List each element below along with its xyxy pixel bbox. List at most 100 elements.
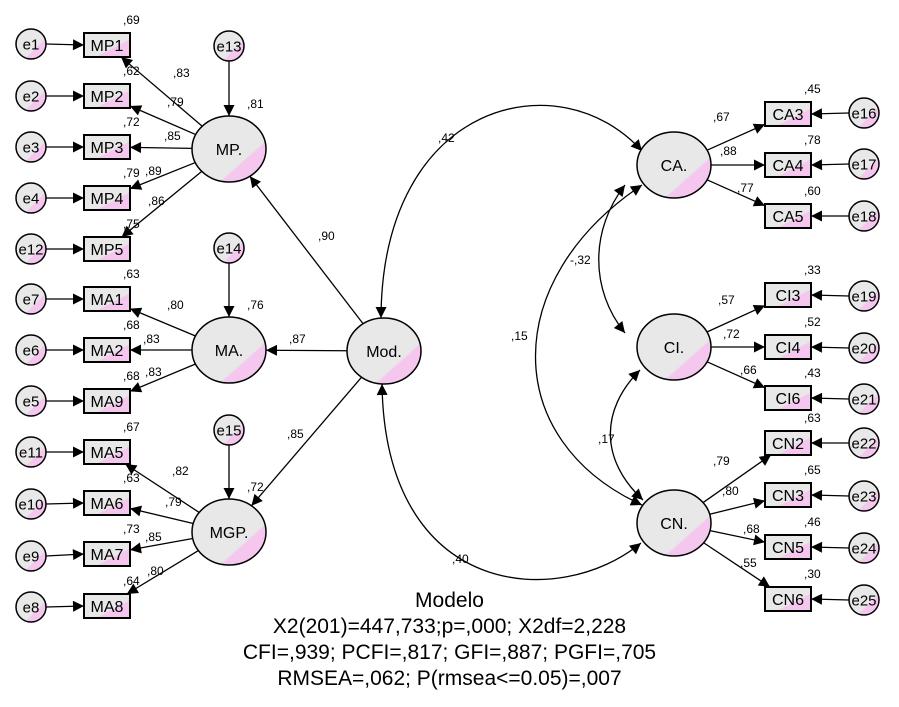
fit-line-1: X2(201)=447,733;p=,000; X2df=2,228 — [272, 615, 627, 638]
error-label-e7: e7 — [23, 292, 40, 309]
r2-ci3: ,33 — [804, 263, 821, 277]
r2-mp4: ,79 — [123, 166, 140, 180]
r2-latent-mp: ,81 — [247, 97, 264, 111]
error-e4 — [15, 182, 47, 214]
error-label-e9: e9 — [23, 549, 40, 566]
observed-ci4 — [764, 334, 812, 360]
observed-ma2 — [83, 337, 131, 363]
error-label-e25: e25 — [851, 593, 876, 610]
r2-ca4: ,78 — [804, 133, 821, 147]
observed-ma8 — [83, 593, 131, 619]
r2-ma9: ,68 — [123, 369, 140, 383]
r2-ci6: ,43 — [804, 366, 821, 380]
observed-label-cn5: CN5 — [772, 540, 804, 557]
error-e20 — [848, 332, 880, 364]
observed-label-ca5: CA5 — [772, 209, 803, 226]
latent-ma — [191, 316, 267, 384]
loading-ca5: ,77 — [737, 181, 754, 195]
error-label-e1: e1 — [23, 37, 40, 54]
loading-arrow-cn6 — [703, 542, 771, 588]
observed-ma6 — [83, 490, 131, 516]
observed-mp1 — [83, 32, 131, 58]
loading-arrow-mp2 — [129, 105, 196, 136]
error-arrow-e1 — [45, 39, 85, 51]
observed-ci6 — [764, 385, 812, 411]
error-e6 — [15, 334, 47, 366]
error-e7 — [15, 283, 47, 315]
error-label-e18: e18 — [851, 209, 876, 226]
loading-cn6: ,55 — [740, 556, 757, 570]
latent-ci — [636, 313, 712, 381]
error-label-e22: e22 — [851, 436, 876, 453]
error-label-e10: e10 — [18, 497, 43, 514]
loading-arrow-mp1 — [120, 56, 203, 127]
observed-cn6 — [764, 586, 812, 612]
loading-ca4: ,88 — [720, 144, 737, 158]
error-arrow-e9 — [45, 549, 85, 561]
observed-ca4 — [764, 152, 812, 178]
fit-line-3: RMSEA=,062; P(rmsea<=0.05)=,007 — [277, 667, 622, 690]
path-arrow-mod-mp — [249, 175, 364, 325]
error-e9 — [15, 540, 47, 572]
loading-arrow-mp5 — [121, 170, 203, 238]
r2-cn6: ,30 — [804, 567, 821, 581]
observed-cn3 — [764, 482, 812, 508]
latent-label-ma: MA. — [215, 343, 243, 360]
loading-arrow-ma9 — [129, 363, 196, 393]
loading-ma8: ,80 — [147, 564, 164, 578]
observed-label-cn6: CN6 — [772, 592, 804, 609]
observed-cn2 — [764, 430, 812, 456]
observed-label-ma8: MA8 — [91, 599, 124, 616]
observed-label-ci6: CI6 — [776, 391, 801, 408]
loading-cn3: ,80 — [722, 484, 739, 498]
observed-label-ma2: MA2 — [91, 343, 124, 360]
observed-label-ci4: CI4 — [776, 340, 801, 357]
loading-ma5: ,82 — [172, 464, 189, 478]
loading-ma7: ,85 — [145, 530, 162, 544]
covariance-arc-ca-ci — [598, 184, 626, 334]
latent-ca — [636, 131, 712, 199]
error-label-e21: e21 — [851, 392, 876, 409]
fit-line-2: CFI=,939; PCFI=,817; GFI=,887; PGFI=,705 — [242, 641, 657, 664]
error-e24 — [848, 532, 880, 564]
r2-cn3: ,65 — [804, 463, 821, 477]
error-label-e15: e15 — [216, 423, 241, 440]
covariance-caci: -,32 — [570, 253, 591, 267]
error-label-e13: e13 — [216, 39, 241, 56]
observed-label-ma6: MA6 — [91, 496, 124, 513]
latent-mgp — [191, 498, 267, 566]
covariance-arc-mod-ca — [375, 104, 643, 319]
error-e3 — [15, 131, 47, 163]
loading-arrow-ca3 — [706, 123, 766, 151]
loading-arrow-ma1 — [129, 307, 196, 337]
latent-label-ca: CA. — [661, 158, 688, 175]
observed-label-mp2: MP2 — [91, 89, 124, 106]
latent-label-mgp: MGP. — [210, 525, 249, 542]
error-e13 — [213, 30, 245, 62]
r2-cn5: ,46 — [804, 515, 821, 529]
error-e1 — [15, 28, 47, 60]
error-arrow-e10 — [45, 497, 85, 509]
observed-ma5 — [83, 439, 131, 465]
error-arrow-e8 — [45, 600, 85, 612]
error-e22 — [848, 427, 880, 459]
observed-label-mp5: MP5 — [91, 242, 124, 259]
error-e16 — [848, 97, 880, 129]
observed-mp5 — [83, 236, 131, 262]
covariance-arc-ca-cn — [535, 184, 643, 506]
observed-ca5 — [764, 203, 812, 229]
error-arrow-e23 — [810, 489, 850, 501]
r2-ma8: ,64 — [123, 574, 140, 588]
r2-ma2: ,68 — [123, 318, 140, 332]
error-e15 — [213, 414, 245, 446]
loading-ma9: ,83 — [145, 365, 162, 379]
latent-cn — [636, 489, 712, 557]
r2-ma7: ,73 — [123, 522, 140, 536]
error-arrow-e20 — [810, 341, 850, 353]
path-modma: ,87 — [289, 332, 306, 346]
observed-mp3 — [83, 134, 131, 160]
observed-label-ma5: MA5 — [91, 445, 124, 462]
loading-arrow-cn5 — [709, 529, 766, 546]
latent-label-ci: CI. — [664, 340, 684, 357]
